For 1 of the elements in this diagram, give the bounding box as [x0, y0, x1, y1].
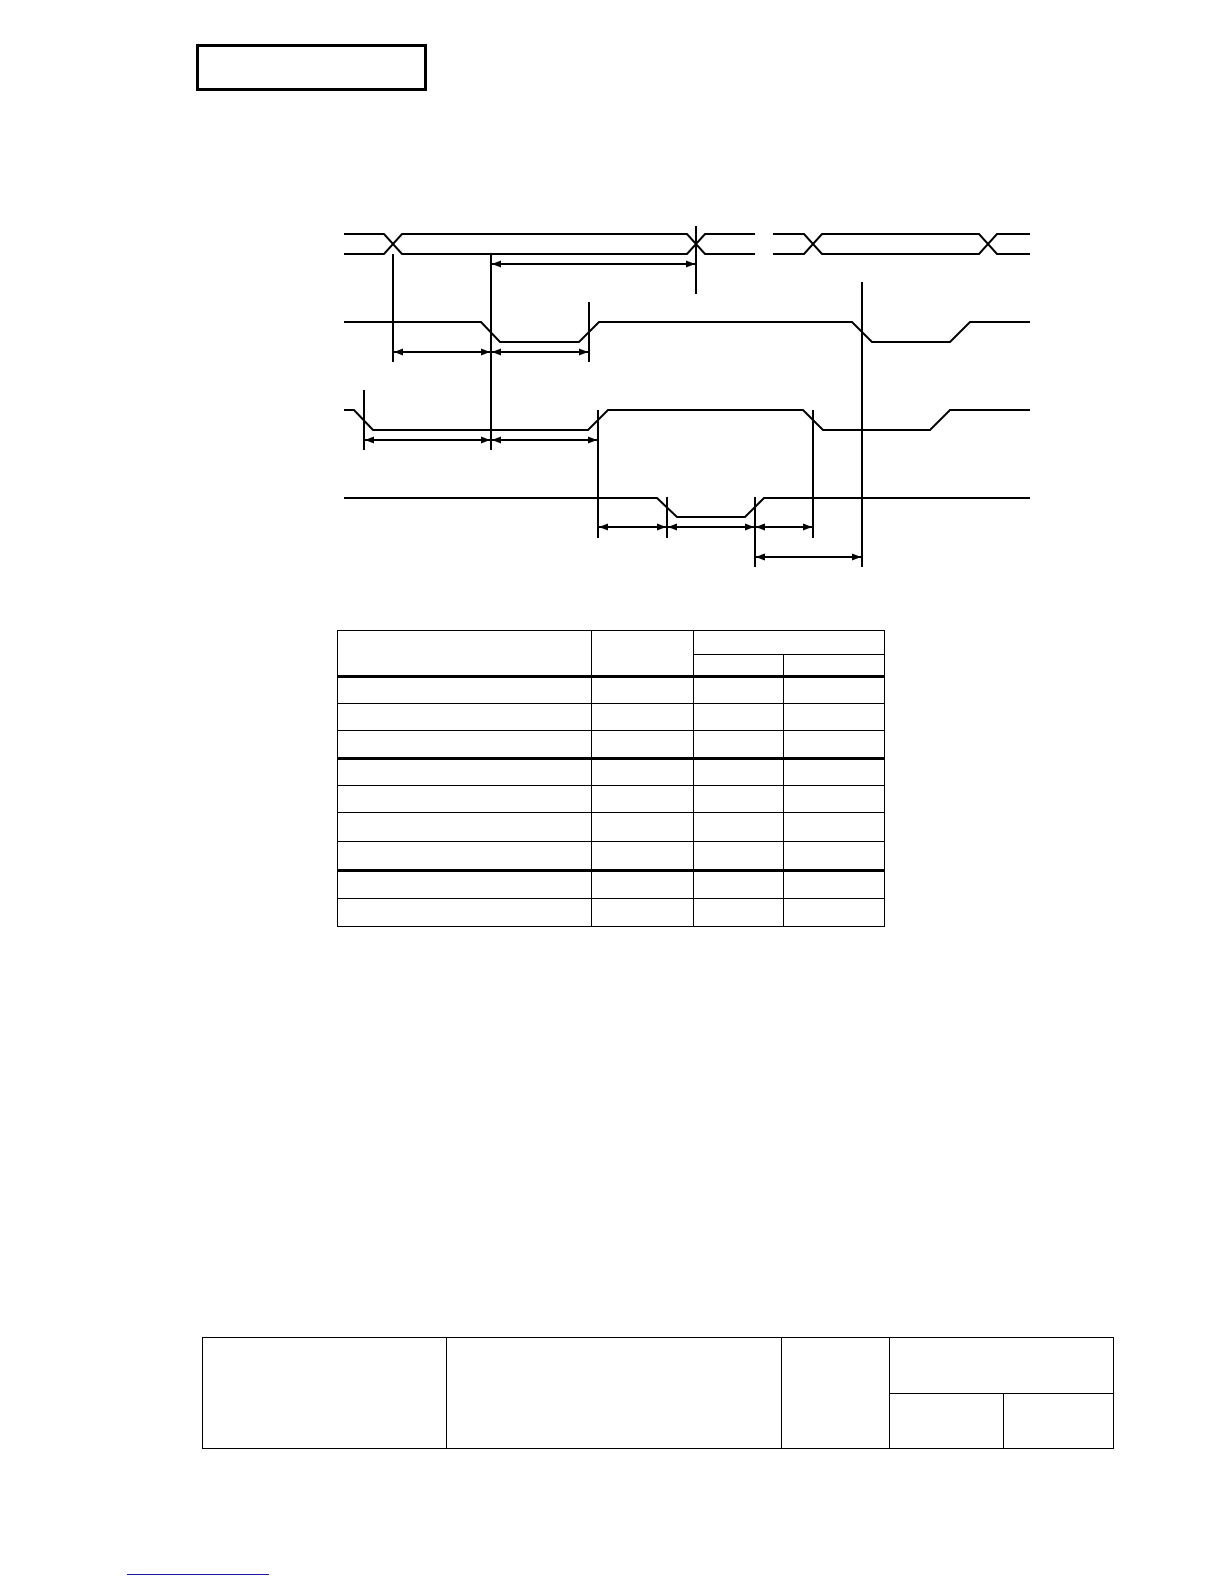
empty-box	[196, 44, 427, 91]
